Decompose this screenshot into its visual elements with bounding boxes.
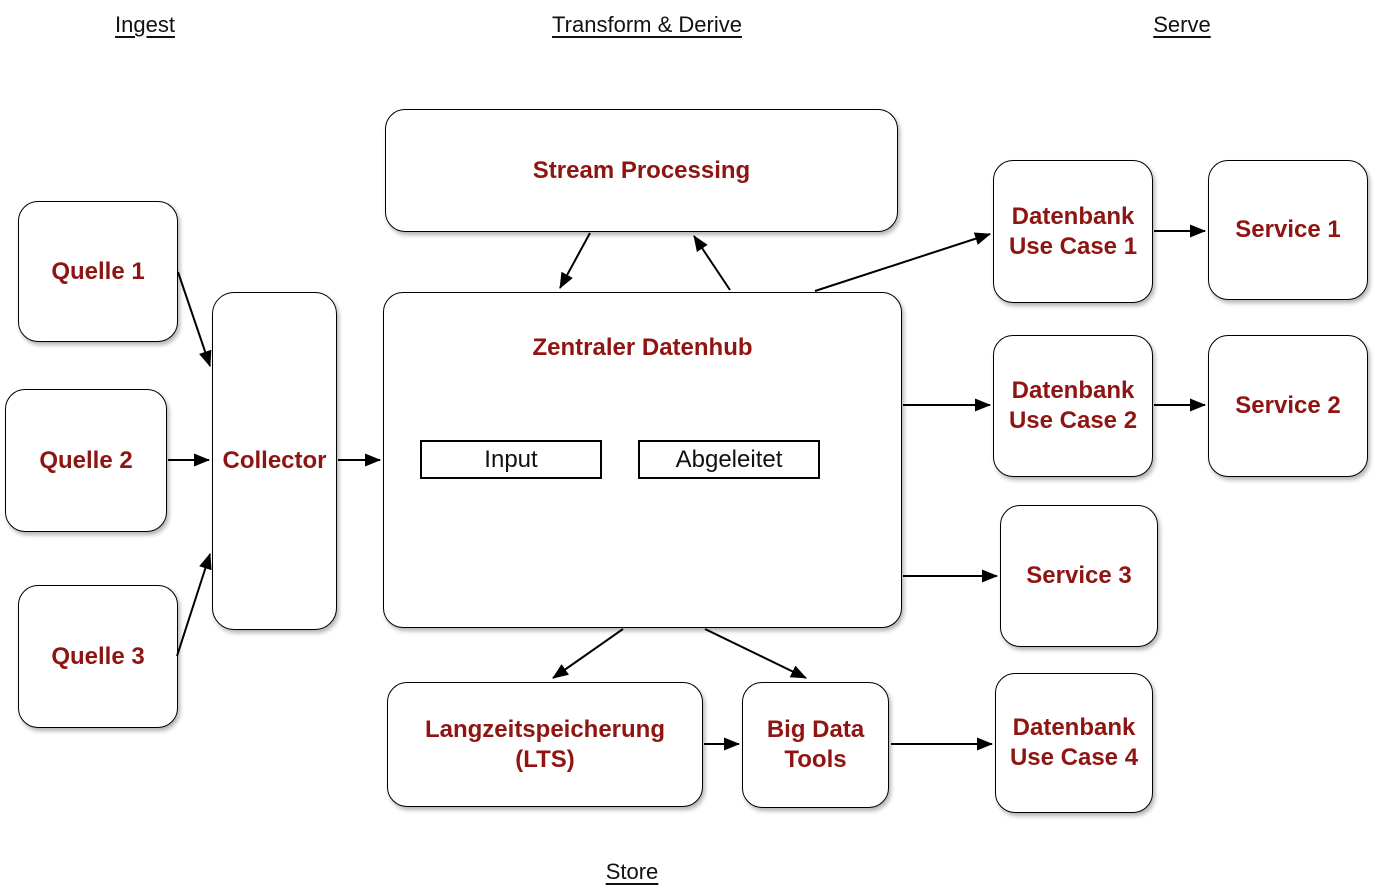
node-service-2: Service 2 xyxy=(1208,335,1368,477)
node-big-data-tools: Big Data Tools xyxy=(742,682,889,808)
arrow-quelle1-collector xyxy=(177,271,212,367)
node-service-3: Service 3 xyxy=(1000,505,1158,647)
arrow-datenhub-lts xyxy=(552,628,624,679)
arrow-datenhub-stream xyxy=(693,235,731,291)
node-quelle-2: Quelle 2 xyxy=(5,389,167,532)
arrow-datenhub-bigdata xyxy=(704,628,807,679)
lane-header-store: Store xyxy=(605,859,659,884)
arrow-stream-datenhub xyxy=(559,232,591,289)
lane-header-ingest: Ingest xyxy=(115,12,175,37)
node-datenbank-use-case-1: Datenbank Use Case 1 xyxy=(993,160,1153,303)
node-collector: Collector xyxy=(212,292,337,630)
node-datenbank-use-case-2: Datenbank Use Case 2 xyxy=(993,335,1153,477)
node-datenhub-derived: Abgeleitet xyxy=(638,440,820,479)
node-datenhub-input: Input xyxy=(420,440,602,479)
node-datenbank-use-case-4: Datenbank Use Case 4 xyxy=(995,673,1153,813)
node-quelle-1: Quelle 1 xyxy=(18,201,178,342)
node-langzeitspeicherung-lts: Langzeitspeicherung (LTS) xyxy=(387,682,703,807)
node-zentraler-datenhub: Zentraler Datenhub Input Abgeleitet xyxy=(383,292,902,628)
arrow-datenhub-usecase1 xyxy=(814,232,991,292)
node-zentraler-datenhub-label: Zentraler Datenhub xyxy=(532,334,753,361)
node-stream-processing: Stream Processing xyxy=(385,109,898,232)
lane-header-transform: Transform & Derive xyxy=(552,12,742,37)
node-datenhub-derived-label: Abgeleitet xyxy=(675,445,783,473)
node-service-1: Service 1 xyxy=(1208,160,1368,300)
node-datenhub-input-label: Input xyxy=(484,445,538,473)
node-quelle-3: Quelle 3 xyxy=(18,585,178,728)
lane-header-serve: Serve xyxy=(1153,12,1211,37)
arrow-quelle3-collector xyxy=(176,553,212,657)
